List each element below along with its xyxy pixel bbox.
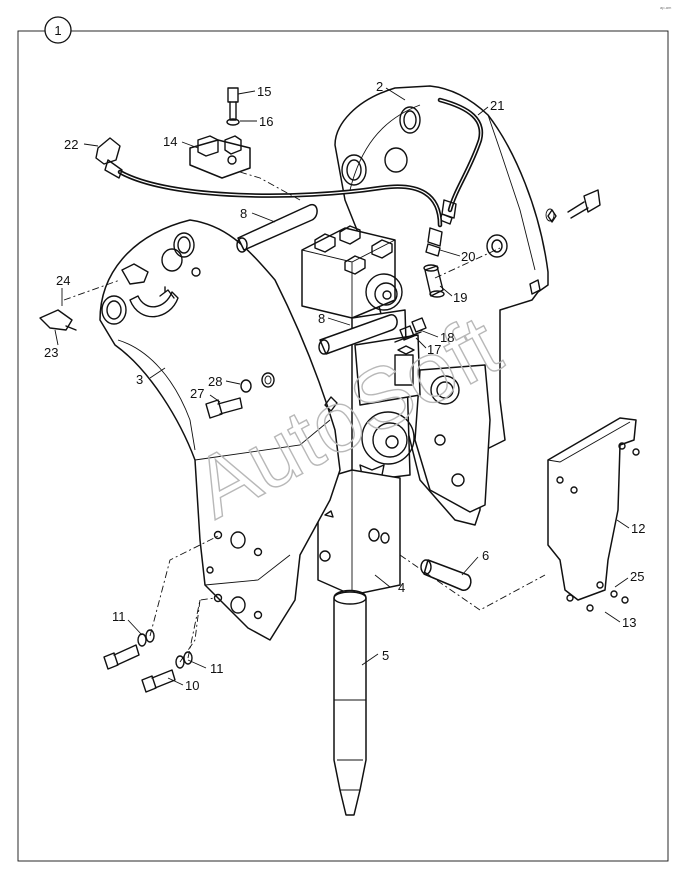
bolt-15: [227, 87, 239, 121]
callout-16: 16: [259, 114, 273, 129]
bolt-27: [205, 397, 243, 419]
callout-4: 4: [398, 580, 405, 595]
pin-6: [420, 559, 472, 591]
valve-body: [301, 225, 421, 483]
bolt-10-lower: [141, 669, 176, 693]
clamp-23-24: [39, 263, 149, 331]
leader-lines: [54, 87, 630, 686]
callout-labels: 2 3 4 5 6 8 8 10 11 11 12 13 14 15 16 17…: [44, 79, 645, 693]
callout-22: 22: [64, 137, 78, 152]
diagram-frame: [17, 30, 669, 862]
corner-mark: ap-am: [660, 5, 672, 10]
callout-11-lower: 11: [210, 661, 224, 676]
callout-20: 20: [461, 249, 475, 264]
side-plate-front: [99, 219, 341, 641]
washers-11-lower: [175, 651, 193, 669]
fitting-19: [423, 264, 445, 298]
washer-28: [240, 372, 275, 393]
callout-13: 13: [622, 615, 636, 630]
callout-12: 12: [631, 521, 645, 536]
callout-3: 3: [136, 372, 143, 387]
callout-27: 27: [190, 386, 204, 401]
fittings-17-18: [394, 317, 427, 343]
callout-14: 14: [163, 134, 177, 149]
callout-2: 2: [376, 79, 383, 94]
callout-21: 21: [490, 98, 504, 113]
callout-24: 24: [56, 273, 70, 288]
pin-8-lower: [318, 314, 398, 355]
callout-11-upper: 11: [112, 609, 126, 624]
group-number: 1: [54, 23, 61, 38]
bracket-14: [189, 135, 251, 179]
callout-25: 25: [630, 569, 644, 584]
callout-18: 18: [440, 330, 454, 345]
washer-16: [226, 118, 240, 126]
hose-22: [95, 137, 443, 257]
chisel-tool: [333, 589, 367, 816]
group-number-badge: [44, 16, 72, 44]
callout-8-lower: 8: [318, 311, 325, 326]
side-plate-rear: [334, 85, 557, 526]
cylinder-body: [317, 469, 401, 596]
pin-8-upper: [236, 203, 318, 253]
callout-28: 28: [208, 374, 222, 389]
callout-10: 10: [185, 678, 199, 693]
washers-11-upper: [137, 629, 155, 647]
callout-5: 5: [382, 648, 389, 663]
callout-8-upper: 8: [240, 206, 247, 221]
assembly-lines: [63, 171, 546, 663]
callout-6: 6: [482, 548, 489, 563]
bolt-10-upper: [103, 644, 140, 670]
callout-23: 23: [44, 345, 58, 360]
callout-17: 17: [427, 342, 441, 357]
bolt-right: [567, 189, 601, 219]
callout-19: 19: [453, 290, 467, 305]
callout-15: 15: [257, 84, 271, 99]
cover-plate-12: [547, 417, 640, 612]
